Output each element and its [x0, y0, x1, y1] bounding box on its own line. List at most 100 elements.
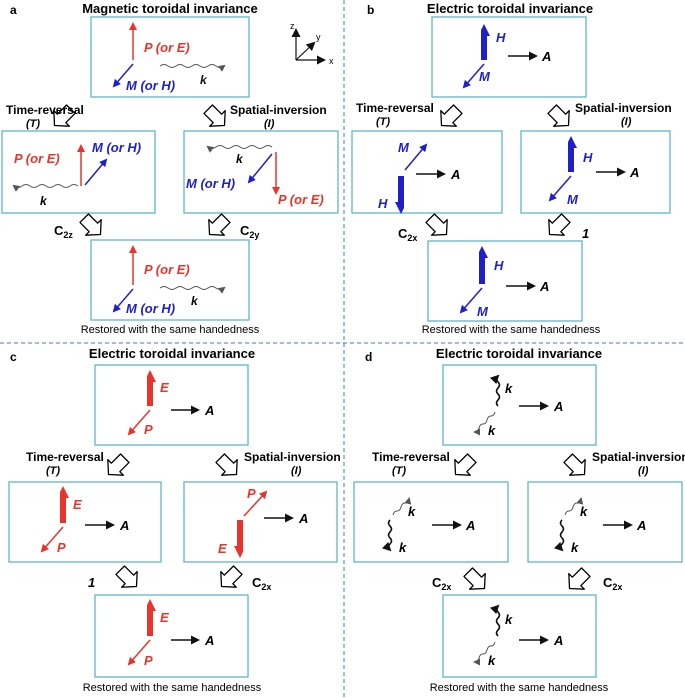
transform-arrow-icon: [433, 100, 467, 134]
panel-d-letter: d: [365, 350, 372, 364]
svg-text:z: z: [290, 21, 295, 31]
k-label: k: [399, 540, 407, 555]
transform-arrow-icon: [213, 561, 247, 595]
spatial-inversion-symbol: (I): [264, 118, 275, 130]
panel-c-box-spatial-inversion: [183, 481, 338, 563]
p-label: P (or E): [144, 262, 190, 277]
transform-arrow-icon: [561, 563, 595, 597]
transform-arrow-icon: [111, 561, 145, 595]
panel-d-box-restored: [442, 594, 597, 678]
transform-arrow-icon: [199, 100, 233, 134]
panel-b-box-spatial-inversion: [520, 130, 671, 214]
panel-b-box-time-reversal: [351, 130, 503, 214]
p-label: P: [144, 653, 153, 668]
spatial-inversion-label: Spatial-inversion: [575, 101, 672, 115]
h-label: H: [583, 150, 593, 165]
wavy-arrow-icon: [12, 184, 79, 192]
m-label: M (or H): [92, 140, 141, 155]
h-label: H: [378, 196, 388, 211]
svg-text:C2x: C2x: [252, 575, 271, 592]
panel-d-title: Electric toroidal invariance: [436, 346, 602, 361]
h-label: H: [494, 258, 504, 273]
svg-text:y: y: [316, 32, 321, 42]
spatial-inversion-label: Spatial-inversion: [230, 103, 327, 117]
svg-text:C2y: C2y: [240, 223, 259, 240]
a-label: A: [553, 633, 563, 648]
m-label: M: [477, 304, 489, 319]
k-label: k: [236, 152, 244, 166]
transform-arrow-icon: [541, 209, 575, 243]
c2x-label: C: [252, 575, 262, 590]
panel-b: b Electric toroidal invariance H M A Tim…: [351, 1, 672, 336]
time-reversal-label: Time-reversal: [372, 450, 450, 464]
svg-text:C2x: C2x: [398, 226, 417, 243]
panel-d: d Electric toroidal invariance k k A Tim…: [353, 346, 685, 694]
m-label: M (or H): [186, 176, 235, 191]
axes-icon: z y x: [290, 21, 334, 66]
panel-c: c Electric toroidal invariance E P A Tim…: [8, 346, 341, 694]
time-reversal-label: Time-reversal: [356, 101, 434, 115]
panel-d-box-initial: [442, 364, 597, 446]
panel-a-footer: Restored with the same handedness: [81, 324, 260, 336]
transform-arrow-icon: [447, 449, 481, 483]
transform-arrow-icon: [75, 209, 109, 243]
svg-text:C2x: C2x: [432, 575, 451, 592]
m-label: M: [398, 140, 410, 155]
time-reversal-label: Time-reversal: [6, 103, 84, 117]
spatial-inversion-symbol: (I): [621, 116, 632, 128]
k-label: k: [191, 294, 199, 308]
svg-text:C2x: C2x: [603, 575, 622, 592]
spatial-inversion-label: Spatial-inversion: [592, 450, 685, 464]
m-label: M: [567, 192, 579, 207]
a-label: A: [450, 167, 460, 182]
panel-c-box-time-reversal: [8, 481, 162, 563]
panel-c-letter: c: [10, 350, 17, 364]
transform-arrow-icon: [543, 100, 577, 134]
p-label: P: [57, 540, 66, 555]
a-label: A: [298, 511, 308, 526]
k-label: k: [488, 653, 496, 668]
transform-arrow-icon: [559, 449, 593, 483]
panel-a: a Magnetic toroidal invariance P (or E) …: [1, 1, 339, 336]
panel-d-box-spatial-inversion: [527, 481, 683, 563]
panel-a-box-spatial-inversion: [183, 130, 339, 214]
k-label: k: [505, 612, 513, 627]
m-label: M (or H): [126, 301, 175, 316]
panel-c-box-initial: [94, 364, 249, 446]
time-reversal-label: Time-reversal: [26, 450, 104, 464]
transform-arrow-icon: [100, 449, 134, 483]
k-label: k: [505, 381, 513, 396]
a-label: A: [629, 165, 639, 180]
c2x-label: C: [398, 226, 408, 241]
wavy-arrow-icon: [159, 64, 226, 72]
a-label: A: [119, 518, 129, 533]
a-label: A: [636, 518, 646, 533]
p-label: P (or E): [14, 151, 60, 166]
panel-c-title: Electric toroidal invariance: [89, 346, 255, 361]
c2y-label: C: [240, 223, 250, 238]
panel-d-footer: Restored with the same handedness: [430, 682, 609, 694]
panel-d-box-time-reversal: [353, 481, 509, 563]
time-reversal-symbol: (T): [392, 465, 406, 477]
transform-arrow-icon: [201, 209, 235, 243]
p-label: P: [144, 422, 153, 437]
transform-arrow-icon: [211, 449, 245, 483]
panel-c-box-restored: [94, 594, 249, 678]
p-label: P: [247, 486, 256, 501]
identity-label: 1: [88, 575, 95, 590]
time-reversal-symbol: (T): [376, 116, 390, 128]
m-label: M: [479, 69, 491, 84]
k-label: k: [408, 504, 416, 519]
panel-b-box-initial: [431, 16, 587, 98]
m-label: M (or H): [126, 78, 175, 93]
panel-b-box-restored: [427, 240, 583, 322]
a-label: A: [539, 279, 549, 294]
c2x-label: C: [432, 575, 442, 590]
k-label: k: [571, 540, 579, 555]
transform-arrow-icon: [421, 209, 455, 243]
spatial-inversion-symbol: (I): [638, 465, 649, 477]
wavy-arrow-icon: [206, 145, 273, 153]
panel-a-title: Magnetic toroidal invariance: [82, 1, 258, 16]
